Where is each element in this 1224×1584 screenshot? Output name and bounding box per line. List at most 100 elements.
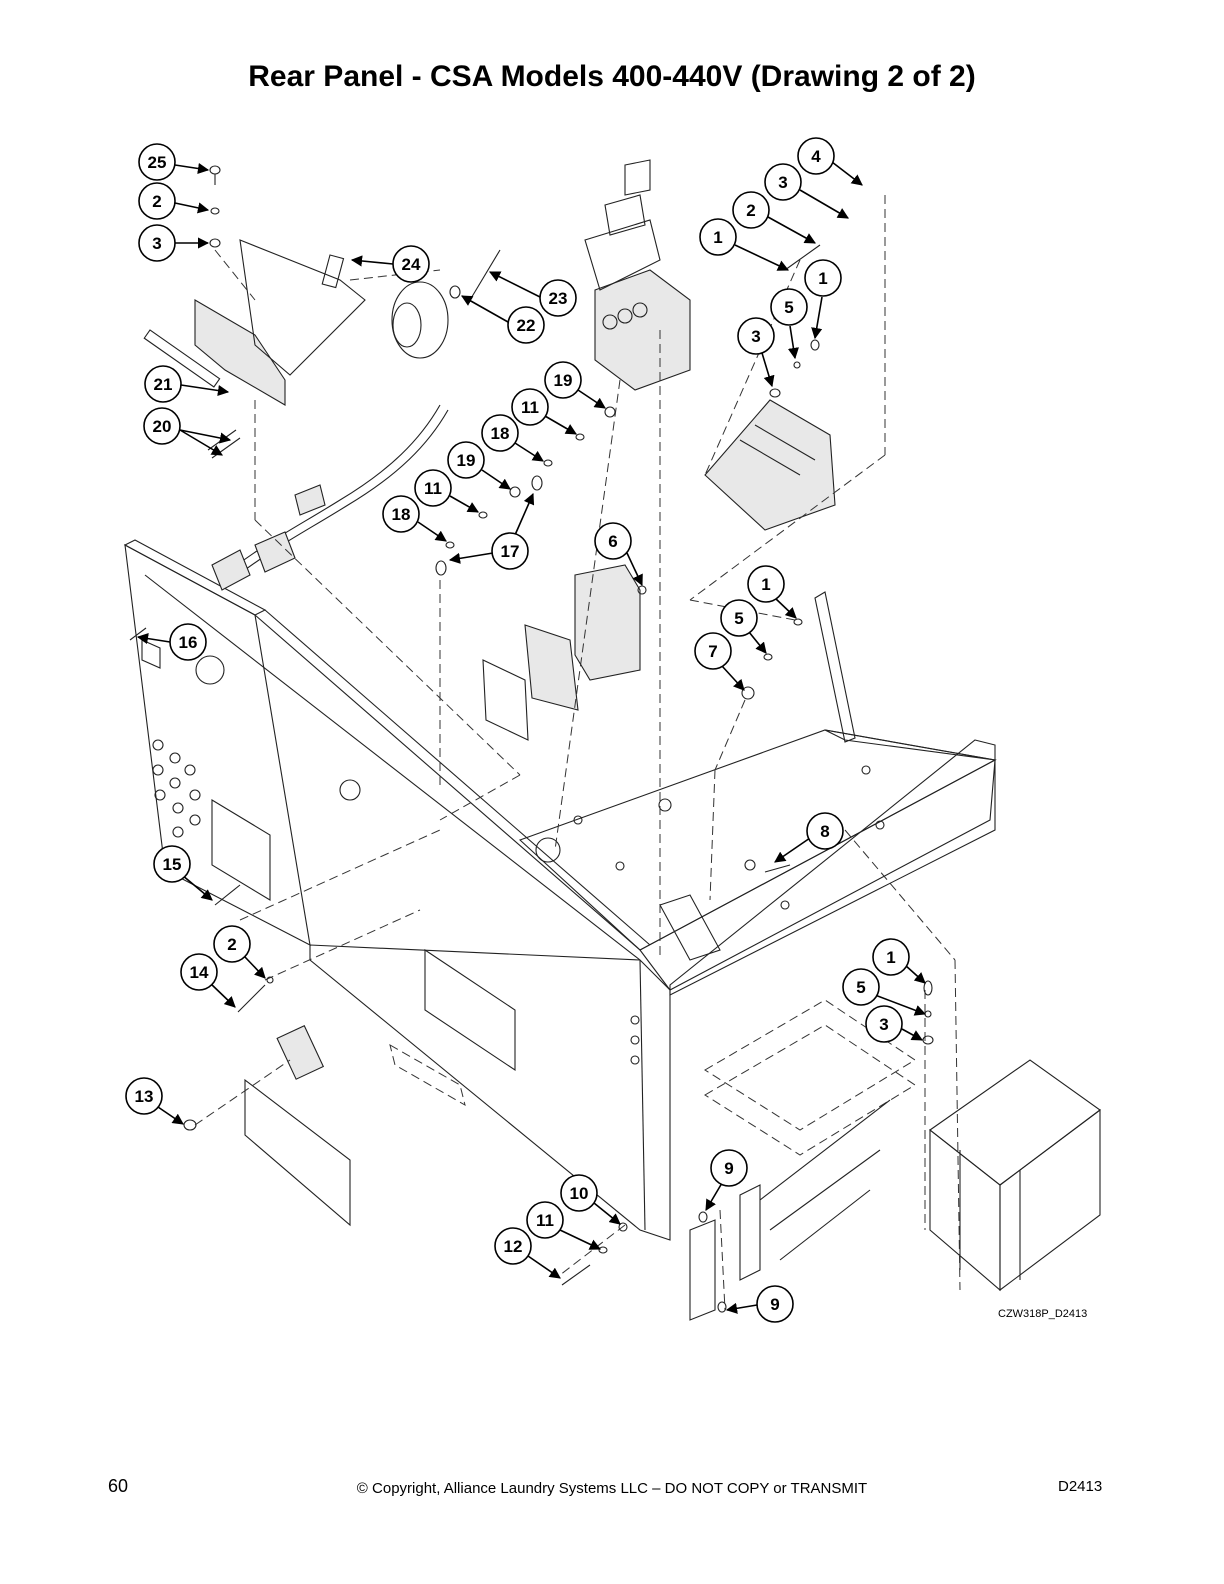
callout-13: 13 — [125, 1077, 184, 1125]
contactor-assembly — [584, 159, 691, 391]
callout-2c: 2 — [213, 925, 266, 979]
callout-label: 22 — [517, 316, 536, 335]
callout-3d: 3 — [865, 1005, 923, 1043]
callout-label: 5 — [856, 978, 865, 997]
callout-18: 18 — [481, 414, 544, 462]
callout-1b: 1 — [804, 259, 842, 340]
callout-1: 1 — [699, 218, 790, 271]
callout-16: 16 — [136, 623, 207, 661]
drawing-id: CZW318P_D2413 — [998, 1308, 1088, 1320]
callout-label: 3 — [751, 327, 760, 346]
callout-label: 9 — [770, 1295, 779, 1314]
callout-7: 7 — [694, 632, 745, 691]
callout-label: 17 — [501, 542, 520, 561]
callout-19: 19 — [544, 361, 606, 409]
callout-3: 3 — [138, 224, 210, 262]
callout-2: 2 — [138, 182, 210, 220]
callout-11: 11 — [511, 388, 577, 435]
callout-18b: 18 — [382, 495, 447, 542]
callout-label: 2 — [152, 192, 161, 211]
callout-15: 15 — [153, 845, 213, 901]
callout-label: 24 — [402, 255, 421, 274]
wire-harness — [211, 404, 449, 591]
callout-label: 13 — [135, 1087, 154, 1106]
callout-label: 1 — [713, 228, 722, 247]
callout-2b: 2 — [732, 191, 816, 244]
lower-panel-outline — [309, 944, 671, 1241]
strain-relief — [276, 1024, 325, 1080]
callout-label: 19 — [457, 451, 476, 470]
relay-block — [143, 239, 449, 406]
callout-label: 18 — [392, 505, 411, 524]
callout-6: 6 — [594, 522, 643, 587]
callout-label: 14 — [190, 963, 209, 982]
callout-1d: 1 — [872, 938, 926, 984]
callout-label: 1 — [886, 948, 895, 967]
page-number: 60 — [108, 1476, 129, 1496]
callout-3c: 3 — [737, 317, 775, 388]
callout-21: 21 — [144, 365, 230, 403]
callout-14: 14 — [180, 953, 236, 1008]
callout-label: 16 — [179, 633, 198, 652]
callout-label: 1 — [818, 269, 827, 288]
callout-label: 3 — [152, 234, 161, 253]
callout-label: 25 — [148, 153, 167, 172]
callout-label: 11 — [536, 1211, 554, 1230]
fuse-holder — [482, 564, 641, 741]
callout-label: 2 — [227, 935, 236, 954]
callout-3b: 3 — [764, 163, 849, 219]
callout-label: 3 — [879, 1015, 888, 1034]
terminal-strip — [704, 399, 836, 531]
callout-20: 20 — [143, 407, 232, 456]
callout-11c: 11 — [526, 1201, 602, 1250]
callout-11b: 11 — [414, 469, 479, 513]
callout-label: 8 — [820, 822, 829, 841]
callout-label: 5 — [784, 298, 793, 317]
callout-label: 20 — [153, 417, 172, 436]
callout-9b: 9 — [725, 1285, 794, 1323]
callout-17: 17 — [448, 492, 535, 570]
callout-label: 19 — [554, 371, 573, 390]
callout-label: 18 — [491, 424, 510, 443]
strut — [814, 591, 856, 743]
copyright-notice: © Copyright, Alliance Laundry Systems LL… — [356, 1480, 868, 1497]
callout-24: 24 — [350, 245, 430, 283]
callout-19b: 19 — [447, 441, 511, 490]
callout-5c: 5 — [842, 968, 927, 1016]
rear-panel-outline — [123, 539, 651, 961]
callout-10: 10 — [560, 1174, 621, 1225]
callout-label: 6 — [608, 532, 617, 551]
callout-label: 1 — [761, 575, 770, 594]
callout-label: 11 — [424, 479, 442, 498]
callout-12: 12 — [494, 1227, 561, 1279]
callout-8: 8 — [774, 812, 844, 863]
hardware-parts — [129, 165, 934, 1313]
callout-1c: 1 — [747, 565, 797, 619]
callout-label: 23 — [549, 289, 568, 308]
callout-9: 9 — [705, 1149, 748, 1211]
callout-label: 3 — [778, 173, 787, 192]
callout-label: 7 — [708, 642, 717, 661]
callout-22: 22 — [461, 295, 545, 344]
base-plate-outline — [518, 729, 997, 996]
callout-label: 12 — [504, 1237, 523, 1256]
callout-label: 10 — [570, 1184, 589, 1203]
callout-label: 15 — [163, 855, 182, 874]
assembly-guide-lines — [194, 195, 961, 1311]
callout-label: 4 — [811, 147, 821, 166]
callout-label: 9 — [724, 1159, 733, 1178]
document-id: D2413 — [1058, 1478, 1103, 1495]
callout-label: 21 — [154, 375, 173, 394]
callout-5: 5 — [770, 288, 808, 360]
callout-label: 2 — [746, 201, 755, 220]
callout-label: 5 — [734, 609, 743, 628]
page-title: Rear Panel - CSA Models 400-440V (Drawin… — [248, 60, 976, 93]
transformer — [929, 1059, 1101, 1292]
circuit-board — [244, 1078, 351, 1227]
callout-5b: 5 — [720, 599, 767, 654]
callout-4: 4 — [797, 137, 863, 186]
callout-label: 11 — [521, 398, 539, 417]
callout-23: 23 — [488, 271, 577, 317]
fuse-rail-assembly — [689, 999, 916, 1321]
